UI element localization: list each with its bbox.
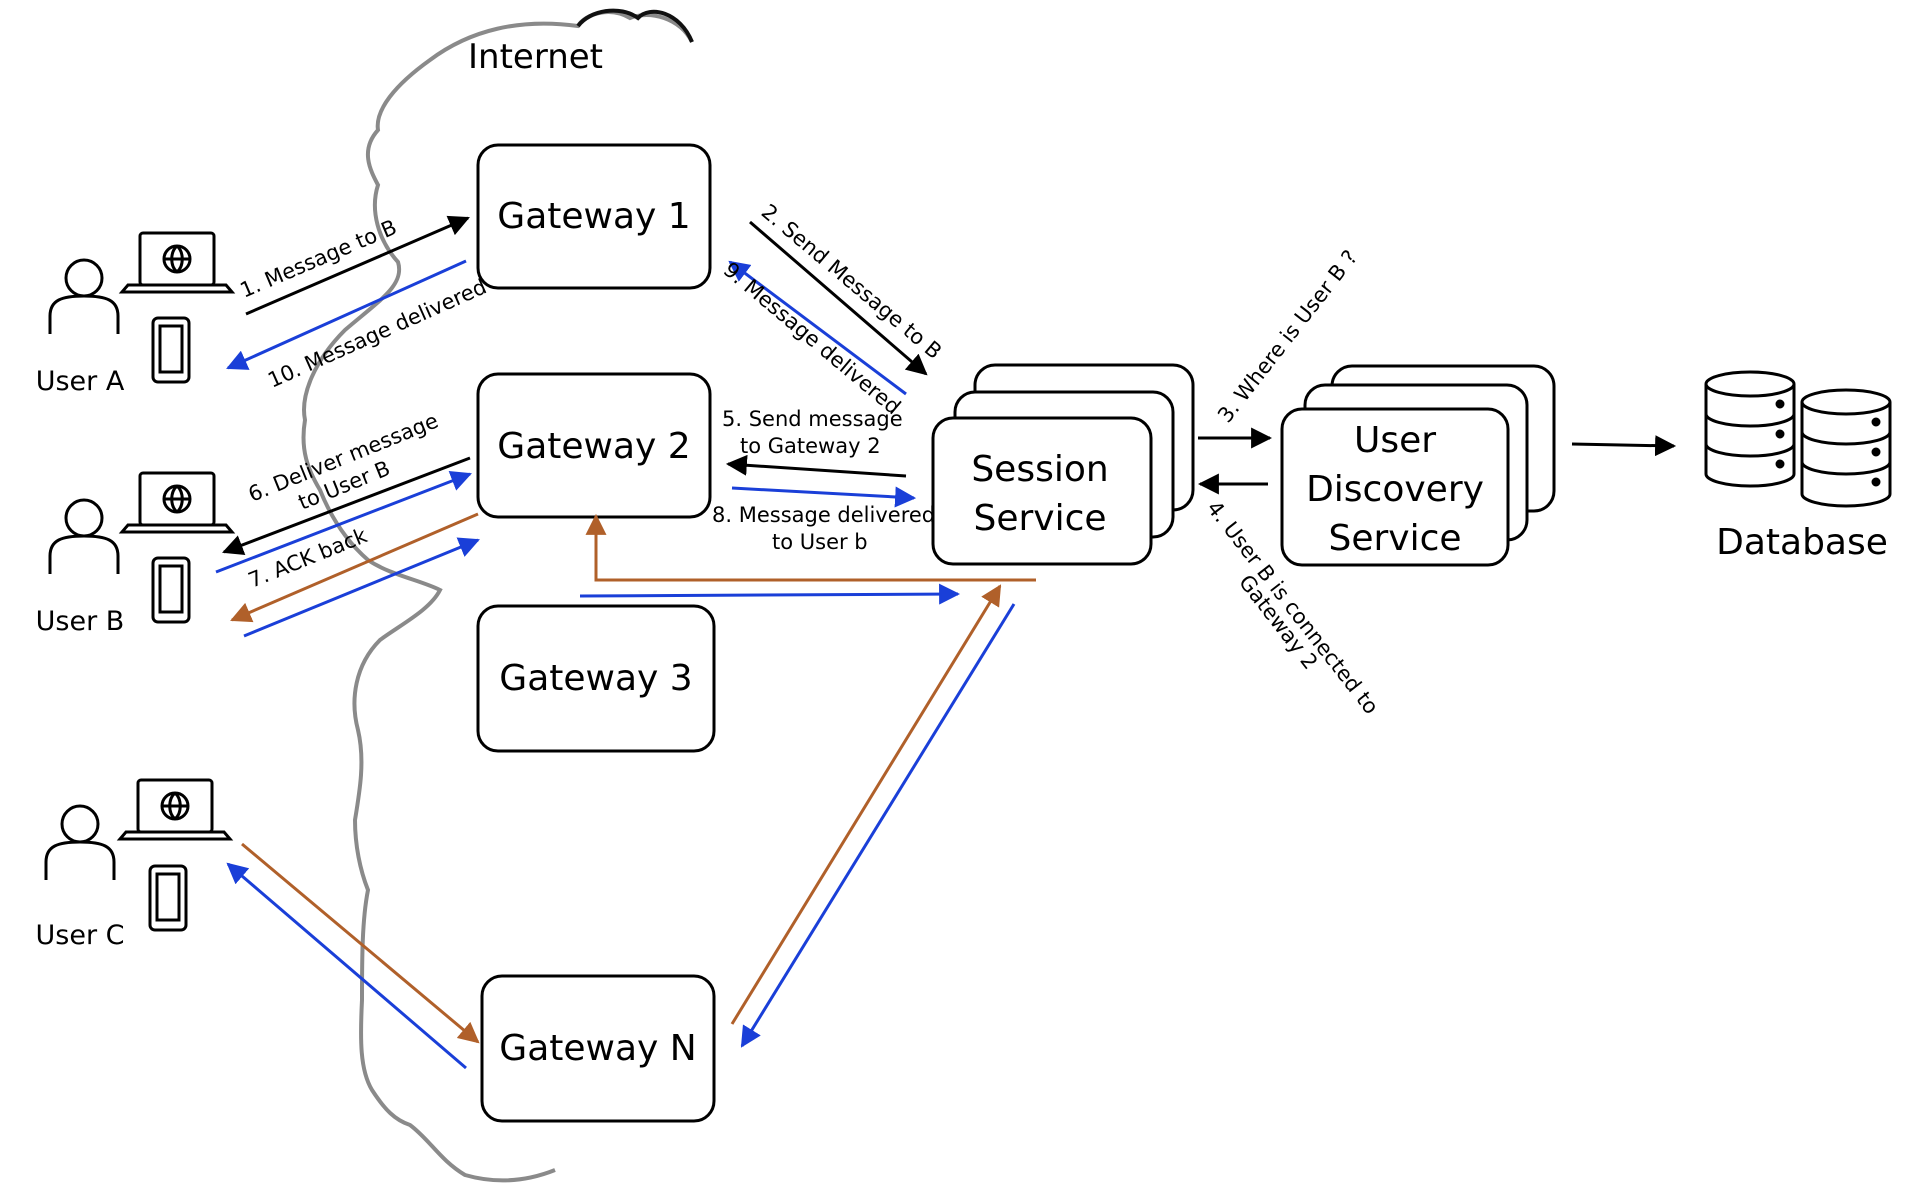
label-5-line1: 5. Send message [722,407,903,431]
user-b-laptop-icon [118,471,236,534]
user-b-label: User B [36,606,125,637]
internet-cloud [301,10,694,1183]
arrow-brown-user-c-to-gateway-n [241,842,480,1044]
gateway-2-label: Gateway 2 [497,426,690,467]
session-service-label-line2: Service [973,498,1106,539]
user-discovery-box[interactable] [1280,407,1510,567]
internet-cloud-top [576,8,694,43]
database-icon-2 [1800,388,1892,508]
database-label: Database [1716,522,1888,563]
arrow-10-message-delivered [226,259,467,370]
user-c-laptop-icon [116,778,234,841]
gateway-1-box[interactable] [476,143,712,290]
arrow-blue-user-b-to-gateway-2-b [243,537,480,638]
user-b-phone-icon [151,556,191,624]
gateway-n-box[interactable] [480,974,716,1123]
arrow-6-deliver-message [222,456,471,556]
user-a-person-icon [48,258,120,334]
user-c-phone-icon [148,864,188,932]
arrow-brown-session-to-gateway-2 [585,513,1036,582]
user-c-group: User C [36,778,234,951]
arrow-blue-session-to-gateway-n [740,603,1016,1048]
gateway-3-box[interactable] [476,604,716,753]
arrow-blue-gateway-n-to-user-c [226,862,467,1070]
user-a-group: User A [36,231,236,397]
arrow-5-send-to-gateway-2 [725,454,907,478]
user-b-person-icon [48,498,120,574]
user-discovery-label-line2: Discovery [1306,469,1484,510]
user-c-label: User C [36,920,125,951]
arrow-7-ack-back [230,512,479,623]
arrow-8-message-delivered [731,486,917,508]
gateway-1-label: Gateway 1 [497,196,690,237]
user-a-phone-icon [151,316,191,384]
internet-label: Internet [468,37,603,77]
user-b-group: User B [36,471,236,637]
session-service-label-line1: Session [971,449,1108,490]
gateway-3-label: Gateway 3 [499,658,692,699]
label-7-ack-back: 7. ACK back [245,523,371,593]
user-c-person-icon [44,804,116,880]
user-a-label: User A [36,366,125,397]
arrow-brown-gateway-n-to-session [730,584,1002,1025]
arrow-1-message-to-b [245,215,470,316]
label-9-message-delivered: 9. Message delivered [719,257,905,419]
arrow-9-message-delivered [728,260,907,396]
database-icon [1704,370,1796,488]
label-2-send-message: 2. Send Message to B [757,199,946,363]
user-a-laptop-icon [118,231,236,294]
arrow-blue-gateway-to-session [579,583,961,605]
user-discovery-label-line3: Service [1328,518,1461,559]
gateway-n-label: Gateway N [499,1028,696,1069]
arrow-discovery-to-database [1571,435,1677,457]
label-8-line2: to User b [772,530,868,554]
arrow-blue-user-b-to-gateway-2-a [215,471,472,574]
arrow-2-send-message [749,220,928,376]
user-discovery-label-line1: User [1354,420,1436,461]
label-5-line2: to Gateway 2 [740,434,881,458]
session-service-box[interactable] [931,416,1153,566]
label-8-line1: 8. Message delivered [712,503,935,527]
